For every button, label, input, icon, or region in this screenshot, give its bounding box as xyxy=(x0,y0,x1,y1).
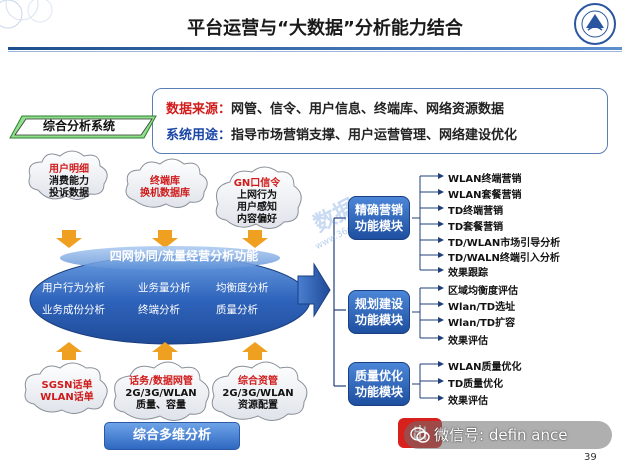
center-item-quality: 质量分析 xyxy=(216,304,258,316)
center-item-balance: 均衡度分析 xyxy=(216,282,269,294)
leaf-item: TD套餐营销 xyxy=(448,222,504,233)
wechat-watermark-pill xyxy=(404,421,612,449)
data-source-value: 网管、信令、用户信息、终端库、网络资源数据 xyxy=(231,102,505,117)
center-title: 四网协同/流量经营分析功能 xyxy=(109,249,259,263)
cloud-user-data-line1: 用户明细 xyxy=(49,164,89,175)
arrow-up-2 xyxy=(152,342,178,360)
wechat-watermark-text: 微信号: defin ance xyxy=(434,426,568,444)
module-planning-l1: 规划建设 xyxy=(354,297,403,311)
arrow-down-3 xyxy=(242,230,268,248)
module-quality-optimization: 质量优化 功能模块 xyxy=(348,362,410,406)
bottom-label-bar: 综合多维分析 xyxy=(104,422,240,450)
leaf-item: Wlan/TD选址 xyxy=(448,302,516,313)
module-planning: 规划建设 功能模块 xyxy=(348,290,410,334)
arrow-down-2 xyxy=(152,230,178,248)
header-divider-thin xyxy=(8,51,622,52)
module-quality-optimization-l2: 功能模块 xyxy=(354,385,403,399)
cloud-resource-mgmt xyxy=(211,361,308,421)
system-usage-line: 系统用途：指导市场营销支撑、用户运营管理、网络建设优化 xyxy=(166,124,517,143)
module-quality-optimization-l1: 质量优化 xyxy=(354,369,403,383)
cloud-sgsn-text: SGSN话单 WLAN话单 xyxy=(32,380,102,404)
cloud-traffic-nms-line3: 质量、容量 xyxy=(136,400,186,411)
decorative-circles xyxy=(0,0,53,29)
arrow-down-1 xyxy=(56,230,82,248)
cloud-gn-signaling-text: GN口信令 上网行为 用户感知 内容偏好 xyxy=(226,178,288,226)
arrow-up-3 xyxy=(242,342,268,360)
cloud-gn-signaling-line3: 用户感知 xyxy=(237,202,277,213)
cloud-user-data-line2: 消费能力 xyxy=(49,176,89,187)
cloud-user-data-text: 用户明细 消费能力 投诉数据 xyxy=(38,164,100,200)
cloud-user-data xyxy=(28,150,108,200)
module3-connectors xyxy=(412,363,438,399)
data-source-line: 数据来源：网管、信令、用户信息、终端库、网络资源数据 xyxy=(166,98,504,117)
module1-arrowheads xyxy=(438,173,444,273)
cloud-traffic-nms-line1: 话务/数据网管 xyxy=(129,376,193,387)
page-title: 平台运营与“大数据”分析能力结合 xyxy=(187,18,463,39)
cloud-resource-mgmt-line3: 资源配置 xyxy=(238,400,278,411)
cloud-terminal-db xyxy=(125,158,208,208)
leaf-item: 效果评估 xyxy=(448,396,488,407)
leaf-item: TD/WLAN市场引导分析 xyxy=(448,238,561,249)
leaf-item: WLAN质量优化 xyxy=(448,362,522,373)
data-source-key: 数据来源： xyxy=(166,102,232,117)
cloud-terminal-db-line1: 终端库 xyxy=(150,176,180,187)
cloud-gn-signaling-line4: 内容偏好 xyxy=(237,214,277,225)
system-usage-key: 系统用途： xyxy=(166,128,232,143)
leaf-item: TD/WALN终端引入分析 xyxy=(448,253,560,264)
leaf-item: 效果评估 xyxy=(448,336,488,347)
cloud-sgsn-line1: SGSN话单 xyxy=(41,380,93,391)
wechat-icon xyxy=(410,427,430,443)
cloud-user-data-line3: 投诉数据 xyxy=(49,188,89,199)
cloud-sgsn-line2: WLAN话单 xyxy=(40,392,94,403)
arrow-up-1 xyxy=(56,342,82,360)
header-divider xyxy=(8,47,622,50)
module-precision-marketing-l1: 精确营销 xyxy=(354,203,403,217)
cloud-terminal-db-text: 终端库 换机数据库 xyxy=(134,176,196,200)
cloud-resource-mgmt-line2: 2G/3G/WLAN xyxy=(222,388,294,399)
cloud-gn-signaling-line2: 上网行为 xyxy=(237,190,277,201)
module-precision-marketing-l2: 功能模块 xyxy=(354,219,403,233)
right-arrow xyxy=(297,262,331,318)
cloud-traffic-nms-line2: 2G/3G/WLAN xyxy=(125,388,197,399)
page-number: 39 xyxy=(584,452,597,463)
system-label: 综合分析系统 xyxy=(42,119,115,133)
cloud-resource-mgmt-text: 综合资管 2G/3G/WLAN 资源配置 xyxy=(216,376,300,412)
university-seal-logo xyxy=(574,3,616,45)
center-item-terminal: 终端分析 xyxy=(138,304,180,316)
module-bracket xyxy=(333,217,346,387)
center-item-traffic: 业务量分析 xyxy=(138,282,191,294)
module2-connectors xyxy=(412,287,438,339)
cloud-traffic-nms-text: 话务/数据网管 2G/3G/WLAN 质量、容量 xyxy=(120,376,202,412)
leaf-item: TD终端营销 xyxy=(448,206,504,217)
cloud-resource-mgmt-line1: 综合资管 xyxy=(238,376,278,387)
cloud-gn-signaling xyxy=(215,166,302,229)
cloud-traffic-nms xyxy=(113,361,210,421)
system-label-parallelogram xyxy=(9,115,157,139)
cloud-gn-signaling-line1: GN口信令 xyxy=(233,178,281,189)
system-usage-value: 指导市场营销支撑、用户运营管理、网络建设优化 xyxy=(231,128,518,143)
module-planning-l2: 功能模块 xyxy=(354,313,403,327)
module-precision-marketing: 精确营销 功能模块 xyxy=(348,196,410,240)
center-item-user-behavior: 用户行为分析 xyxy=(42,282,105,294)
analysis-ellipse xyxy=(29,246,311,345)
leaf-item: WLAN套餐营销 xyxy=(448,190,522,201)
cloud-sgsn xyxy=(24,362,108,414)
leaf-item: Wlan/TD扩容 xyxy=(448,318,516,329)
leaf-item: TD质量优化 xyxy=(448,379,504,390)
module3-arrowheads xyxy=(438,361,444,401)
module2-arrowheads xyxy=(438,285,444,341)
center-item-service-mix: 业务成份分析 xyxy=(42,304,105,316)
leaf-item: 区域均衡度评估 xyxy=(448,286,518,297)
leaf-item: 效果跟踪 xyxy=(448,268,488,279)
info-box xyxy=(152,88,608,154)
module1-connectors xyxy=(412,175,438,271)
cloud-terminal-db-line2: 换机数据库 xyxy=(140,188,190,199)
leaf-item: WLAN终端营销 xyxy=(448,174,522,185)
